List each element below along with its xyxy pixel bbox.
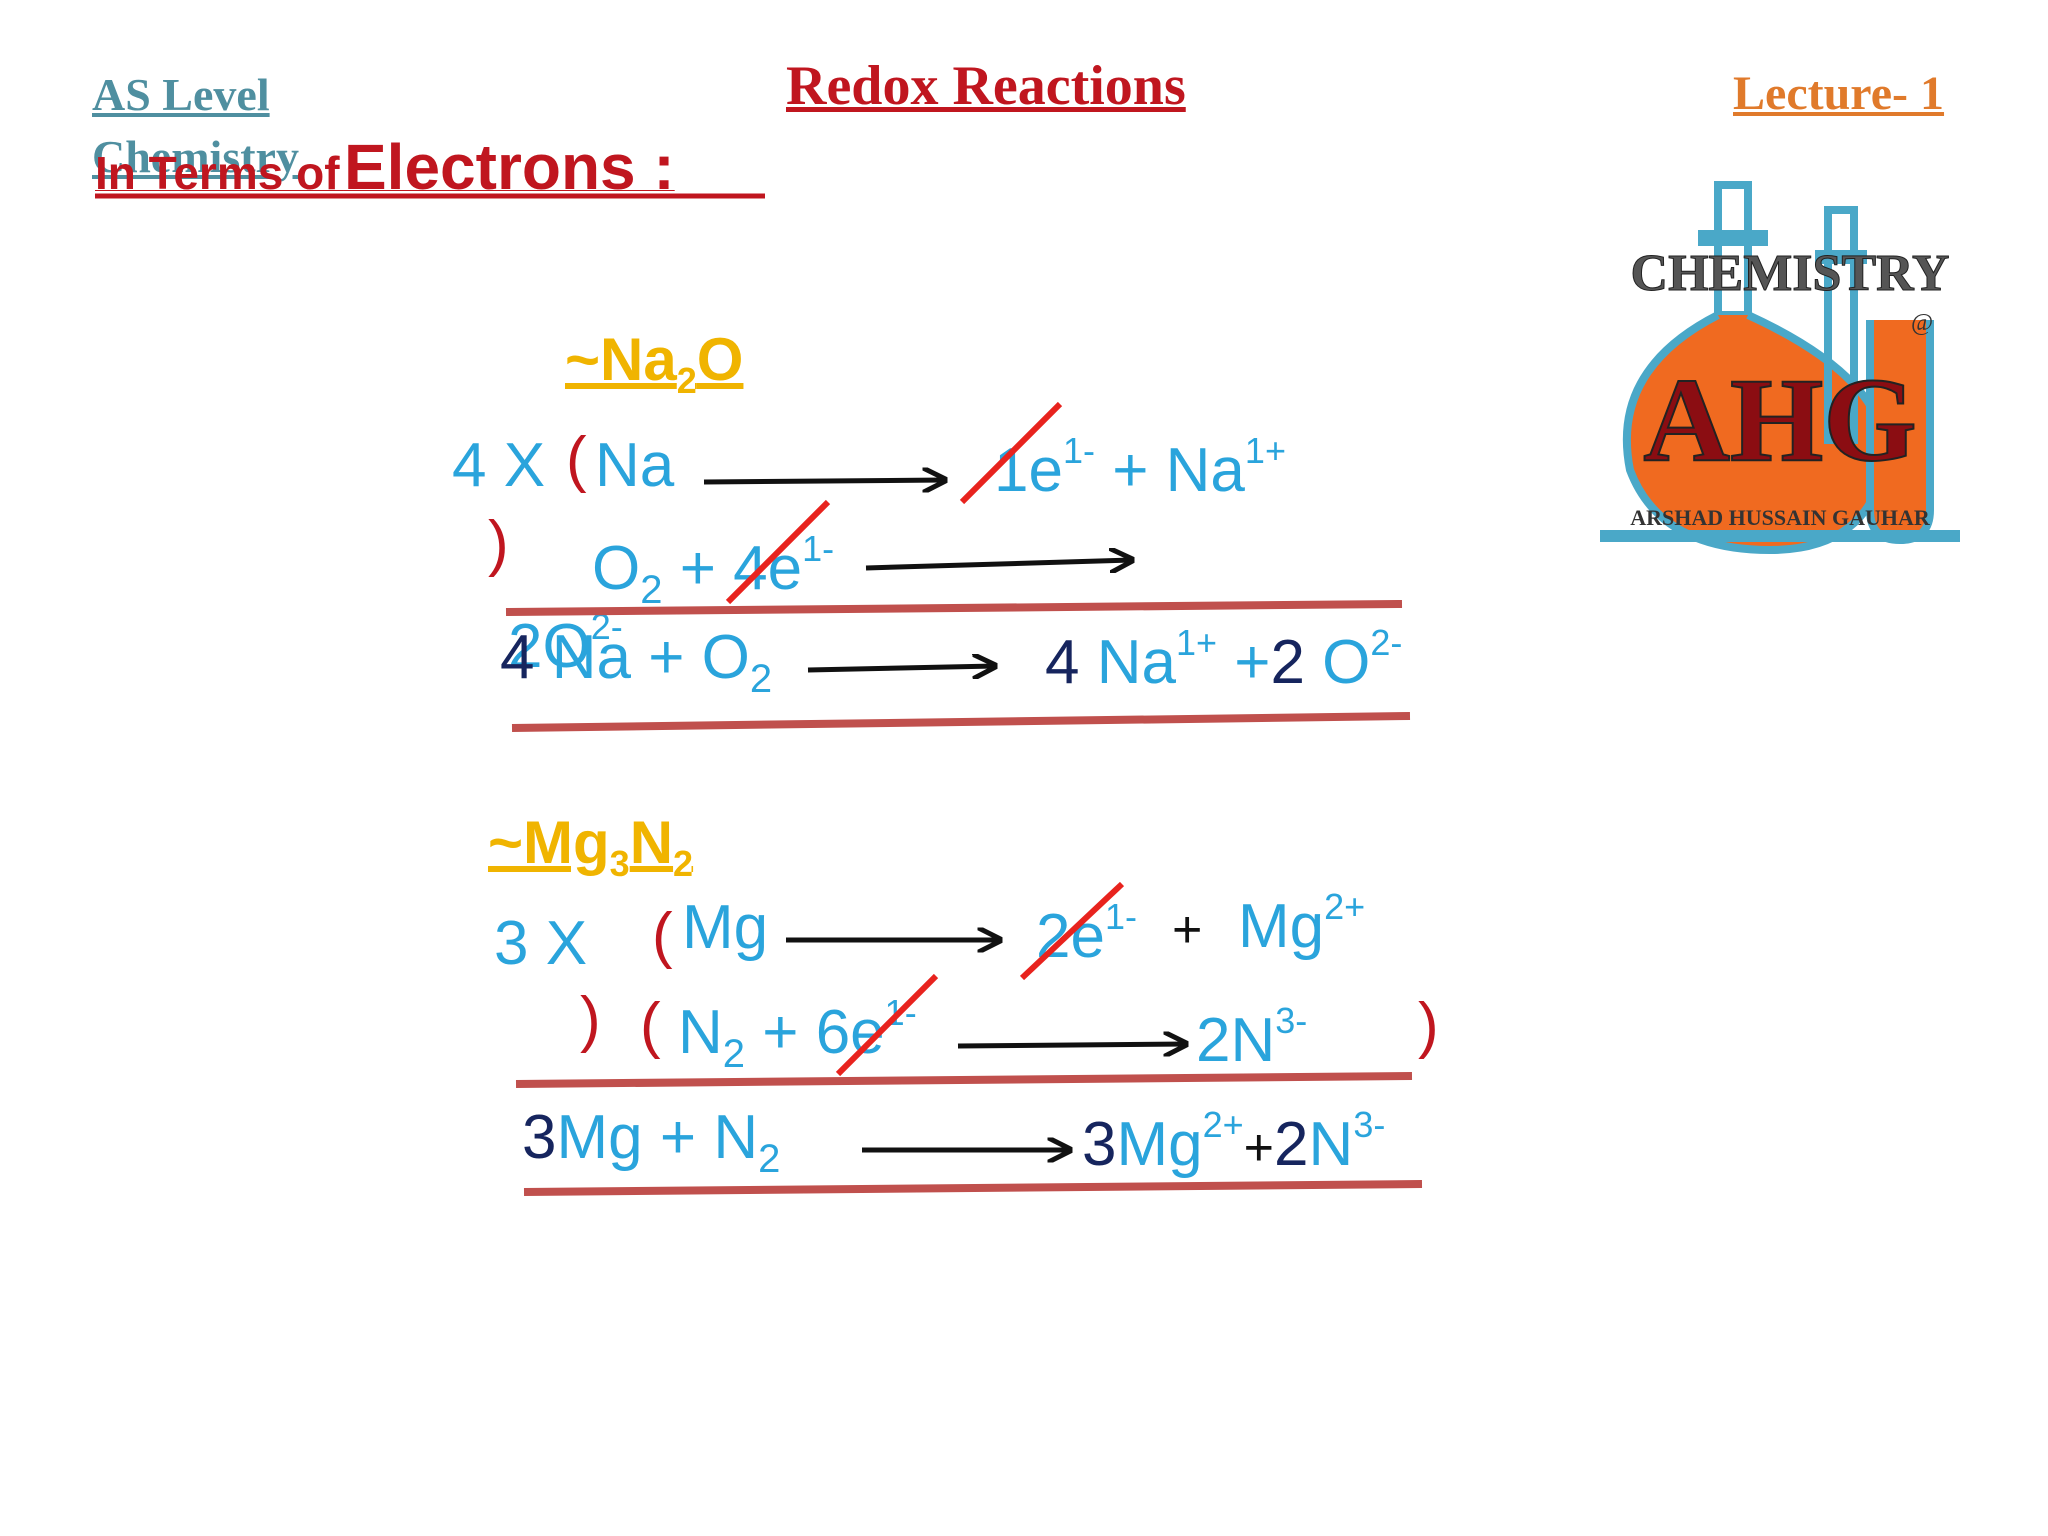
mg-oxidation-ion: Mg2+ — [1238, 886, 1366, 961]
mg-oxidation-reactant: Mg — [682, 893, 769, 962]
na-net-rule — [511, 712, 1411, 732]
n2-reduction-arrow — [957, 1044, 1186, 1046]
section-mg3n2-title: ~Mg3N2 — [488, 809, 694, 884]
logo-at: @ — [1911, 310, 1933, 336]
mg-close-paren: ) — [580, 985, 601, 1054]
n2-reduction-reactants: N2 + 6e1- — [678, 992, 917, 1076]
mg-open-paren: ( — [652, 901, 673, 970]
mg-oxidation-plus: + — [1172, 901, 1203, 959]
mg-net-rule — [523, 1180, 1423, 1196]
mg-net-products: 3Mg2++2N3- — [1082, 1104, 1386, 1179]
flask-icon — [1600, 181, 1960, 555]
o2-reduction-arrow — [865, 560, 1132, 568]
na-oxidation-products: 1e1- + Na1+ — [994, 430, 1286, 505]
section-na2o-title: ~Na2O — [565, 326, 744, 401]
subtitle: In Terms of Electrons : — [95, 130, 675, 204]
logo-initials: AHG — [1643, 353, 1916, 486]
logo-name: ARSHAD HUSSAIN GAUHAR — [1630, 505, 1931, 530]
na-net-products: 4 Na1+ +2 O2- — [1045, 622, 1403, 697]
na-net-arrow — [807, 666, 995, 670]
na-net-equation: 4 Na + O2 — [500, 623, 773, 701]
subtitle-main: Electrons : — [343, 131, 675, 203]
na-oxidation-arrow — [703, 480, 945, 482]
o2-reduction-reactants: O2 + 4e1- — [592, 528, 835, 612]
na-multiplier: 4 X — [452, 431, 546, 500]
mg-oxidation-electrons: 2e1- — [1036, 896, 1137, 971]
logo-top-text: CHEMISTRY — [1631, 245, 1950, 302]
subtitle-prefix: In Terms of — [95, 147, 340, 199]
lecture-label: Lecture- 1 — [1733, 67, 1945, 120]
mg-sum-rule — [515, 1072, 1413, 1088]
n2-close-paren: ) — [1418, 991, 1439, 1060]
n2-reduction-product: 2N3- — [1196, 1000, 1308, 1075]
chemistry-ahg-logo: CHEMISTRY @ AHG ARSHAD HUSSAIN GAUHAR — [1600, 181, 1960, 555]
na-close-paren: ) — [488, 509, 509, 578]
page-title: Redox Reactions — [786, 55, 1186, 117]
n2-open-paren: ( — [640, 991, 661, 1060]
course-label: AS Level Chemistry — [92, 69, 299, 182]
mg-net-reactants: 3Mg + N2 — [522, 1103, 781, 1181]
na-open-paren: ( — [566, 425, 587, 494]
na-oxidation-reactant: Na — [595, 431, 675, 500]
mg-multiplier: 3 X — [494, 909, 588, 978]
